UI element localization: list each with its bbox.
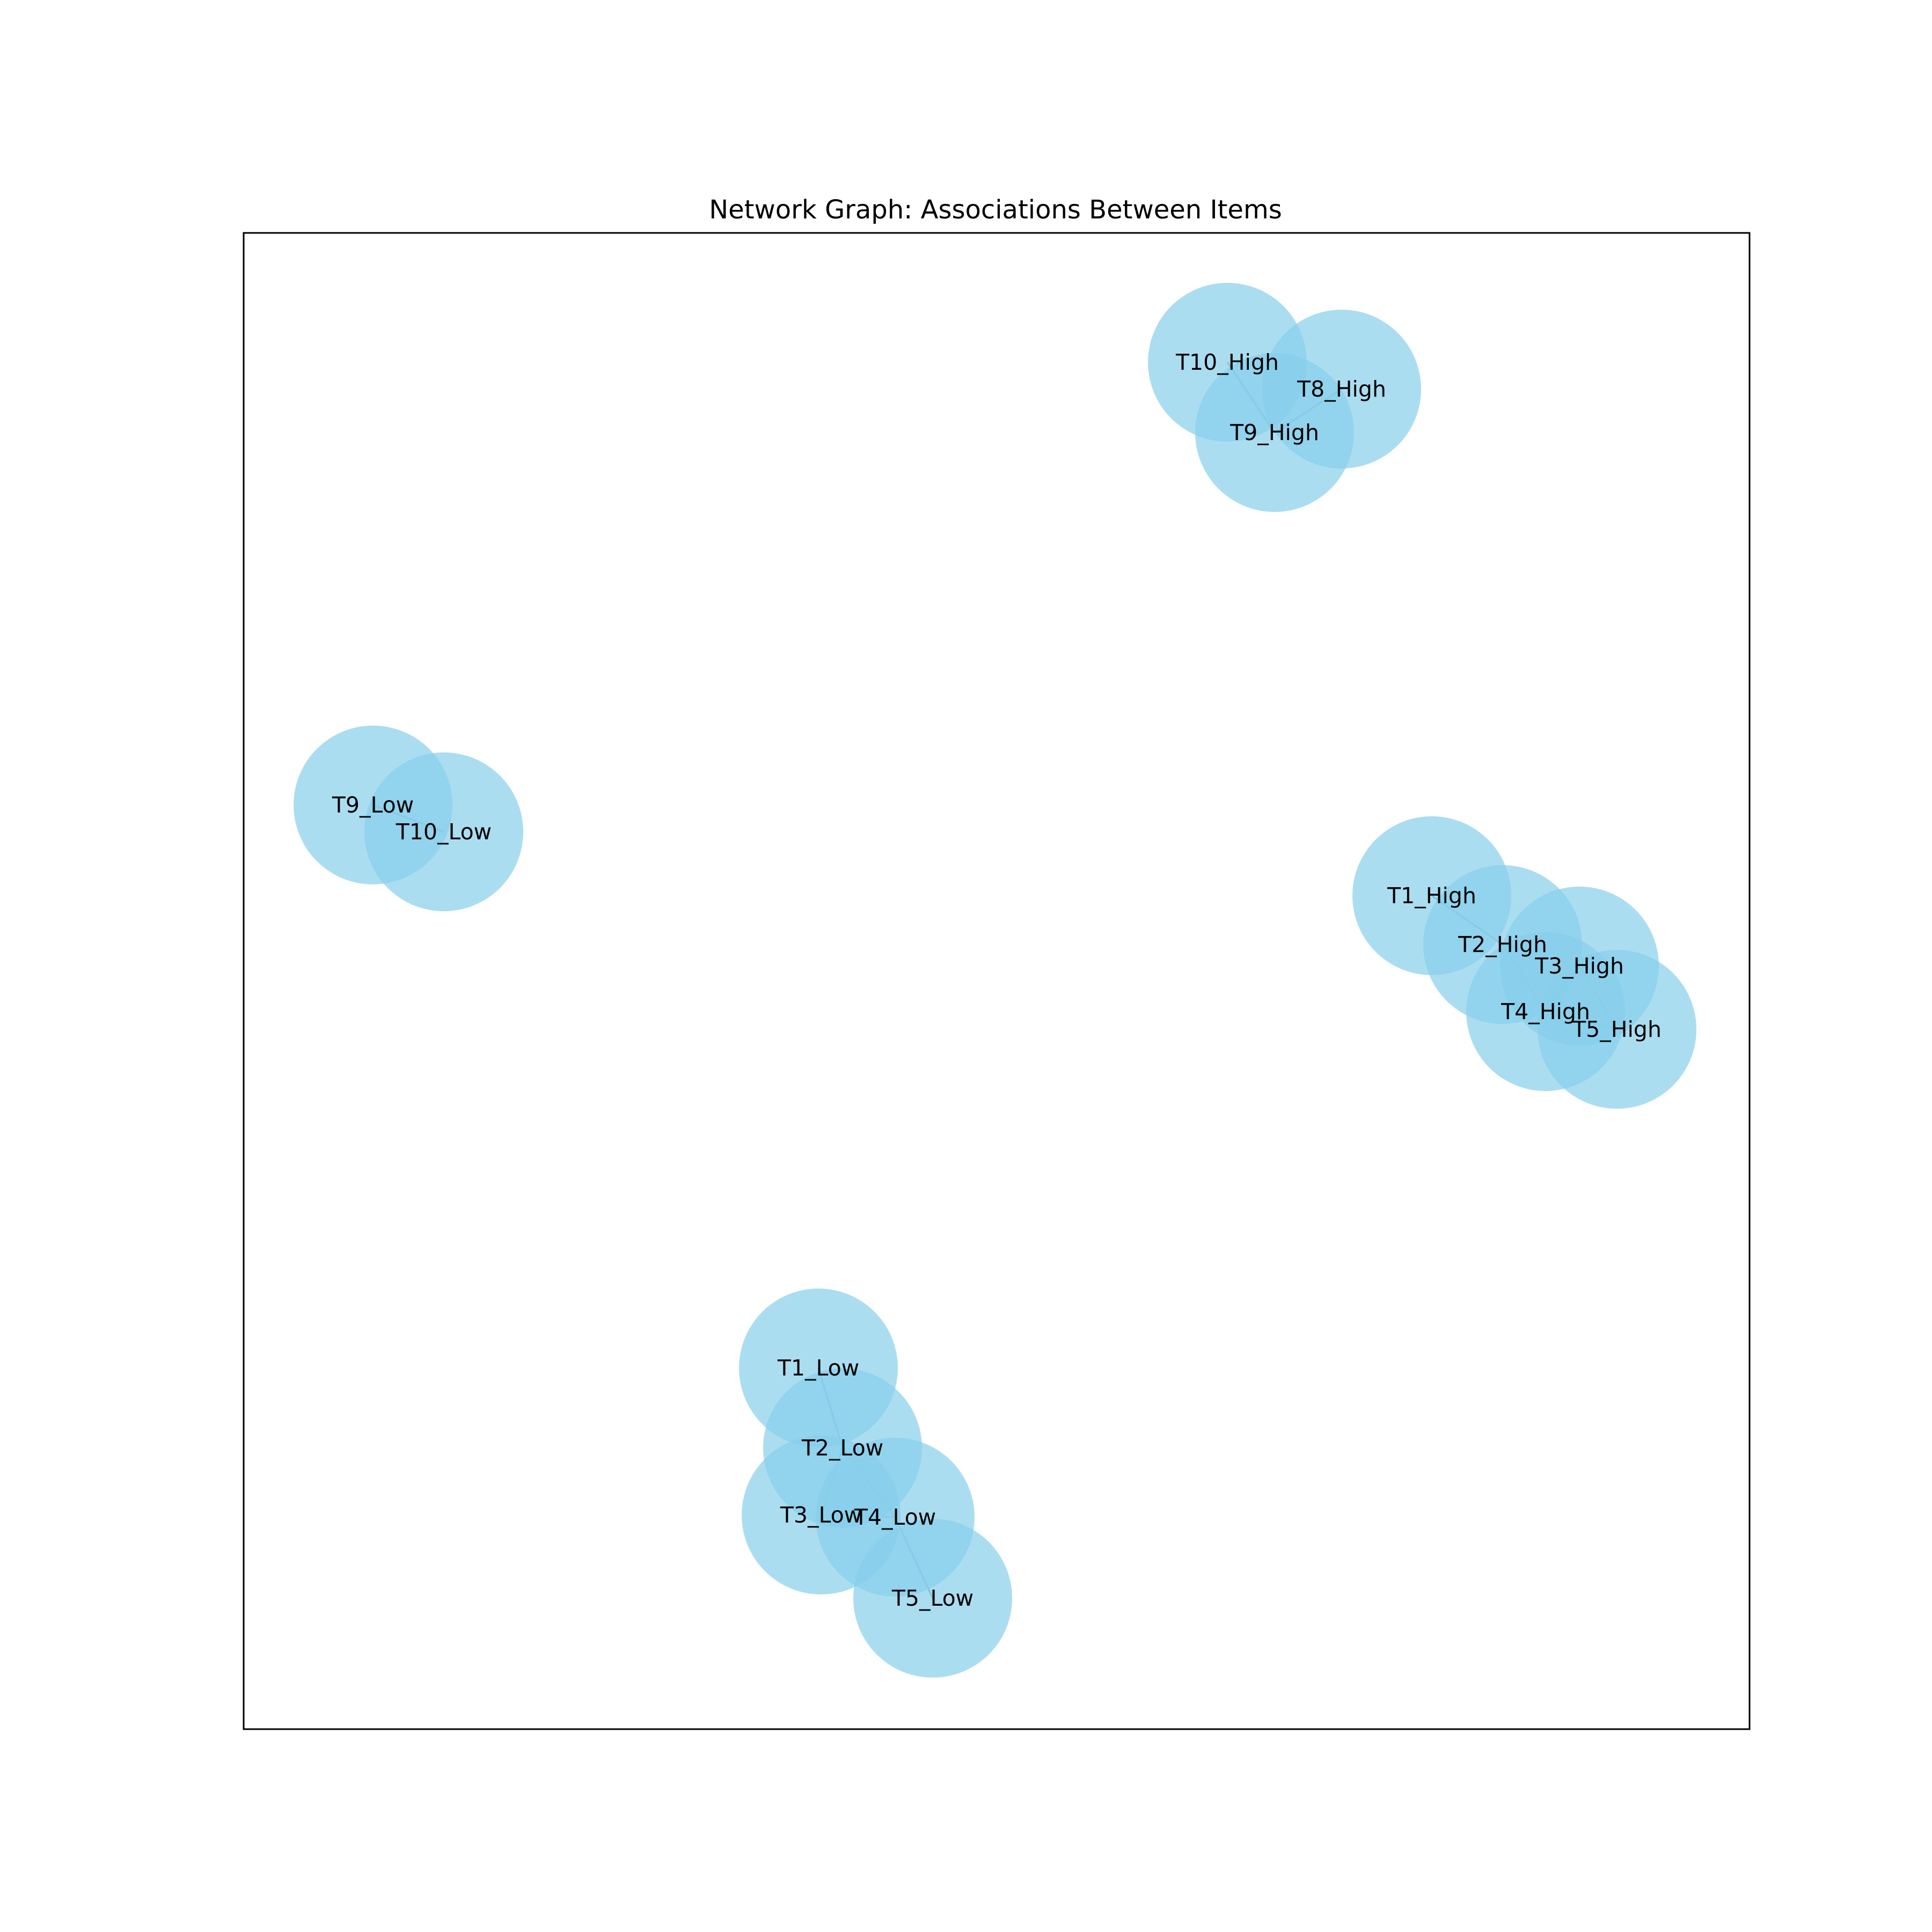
edges-layer [372, 362, 1618, 1599]
node-T5_High[interactable] [1538, 950, 1696, 1109]
node-label: T2_High [1458, 932, 1547, 957]
node-T10_Low[interactable] [364, 752, 523, 911]
node-label: T2_Low [801, 1435, 883, 1461]
node-label: T5_High [1572, 1016, 1662, 1042]
nodes-layer: T10_HighT8_HighT9_HighT9_LowT10_LowT1_Hi… [294, 283, 1696, 1678]
node-circle [1195, 353, 1354, 512]
node-circle [364, 752, 523, 911]
node-label: T3_High [1534, 953, 1624, 979]
node-label: T4_Low [854, 1504, 936, 1530]
node-label: T3_Low [780, 1502, 862, 1528]
node-label: T1_Low [777, 1355, 859, 1381]
node-label: T10_Low [396, 819, 492, 845]
node-circle [1538, 950, 1696, 1109]
node-label: T8_High [1297, 376, 1386, 402]
node-circle [853, 1519, 1012, 1678]
node-label: T5_Low [891, 1585, 974, 1611]
node-label: T9_Low [332, 792, 414, 818]
node-T9_High[interactable] [1195, 353, 1354, 512]
plot-frame [243, 232, 1751, 1730]
node-T5_Low[interactable] [853, 1519, 1012, 1678]
graph-title: Network Graph: Associations Between Item… [709, 195, 1282, 225]
node-label: T1_High [1387, 883, 1476, 909]
node-label: T4_High [1501, 999, 1590, 1024]
node-label: T9_High [1230, 420, 1319, 445]
node-label: T10_High [1175, 349, 1279, 375]
